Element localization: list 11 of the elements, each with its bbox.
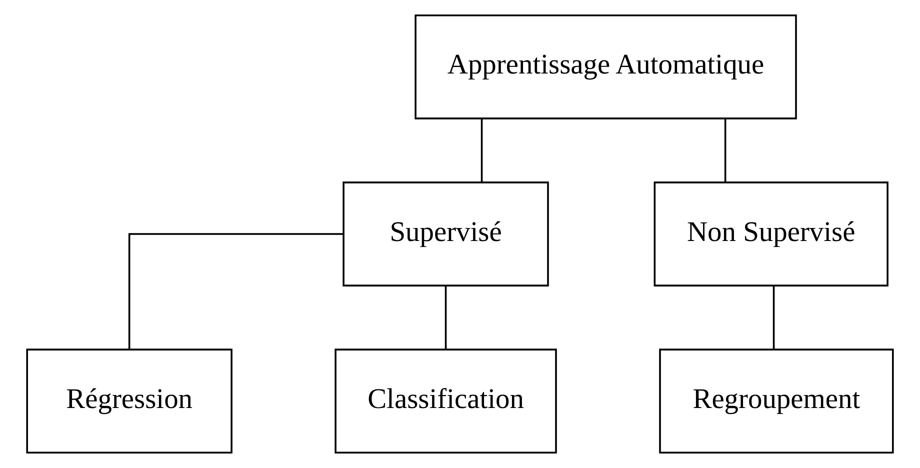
node-box: Regroupement xyxy=(659,348,894,454)
connector xyxy=(480,118,483,182)
connector xyxy=(772,286,775,350)
connector xyxy=(724,118,726,182)
connector xyxy=(444,286,447,350)
node-box: Régression xyxy=(26,348,232,454)
node-box: Classification xyxy=(334,348,557,454)
node-box: Supervisé xyxy=(342,182,549,286)
node-box: Apprentissage Automatique xyxy=(414,14,797,120)
connector xyxy=(128,233,344,350)
node-box: Non Supervisé xyxy=(654,182,888,286)
